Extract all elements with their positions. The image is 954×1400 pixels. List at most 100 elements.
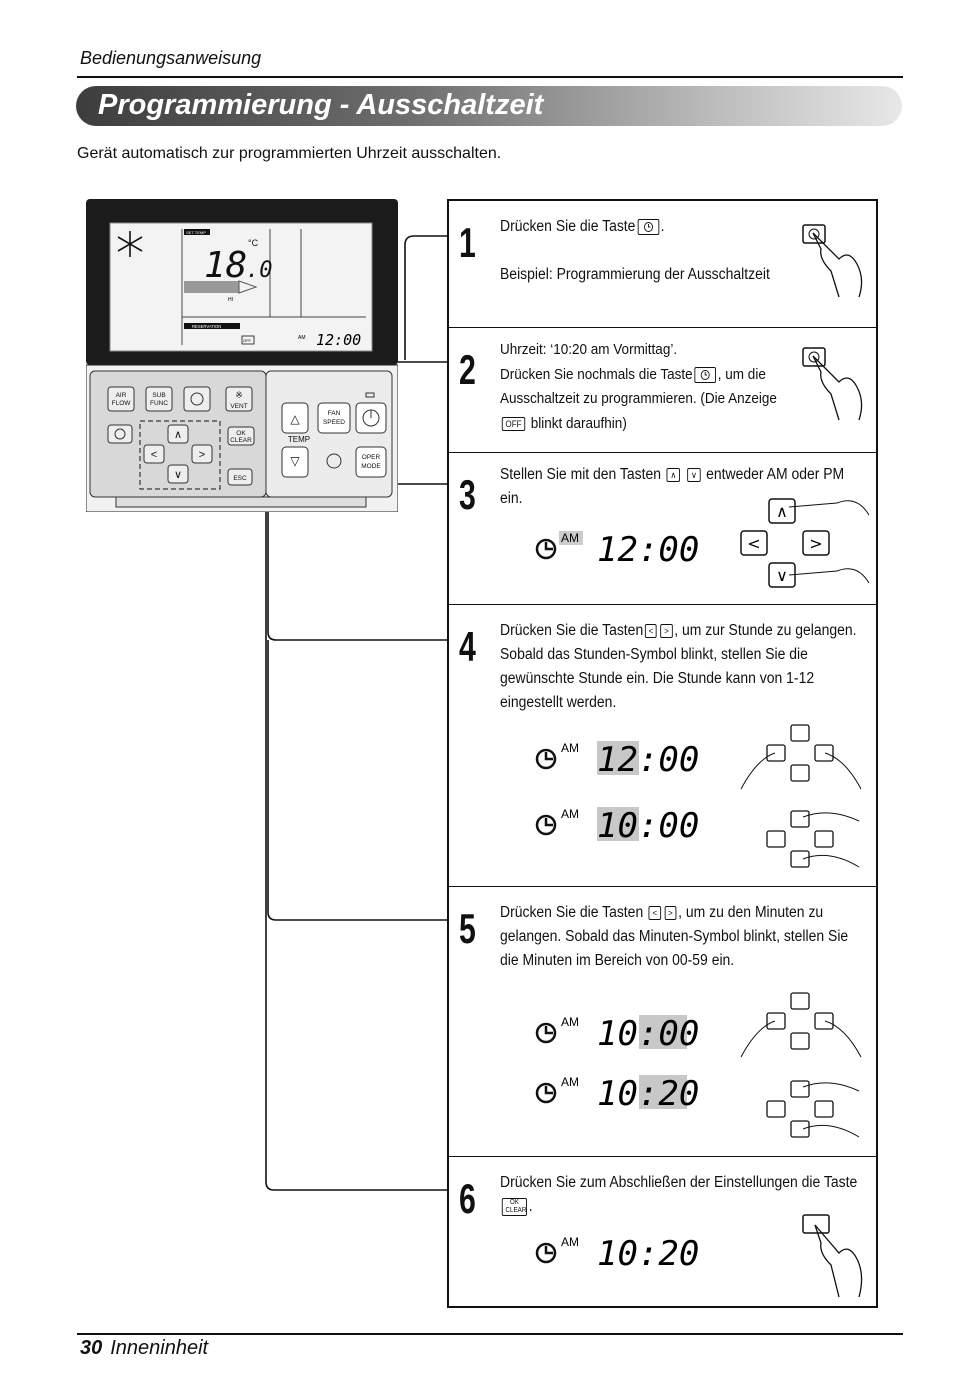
step-line-3: Ausschaltzeit zu programmieren. (Die Anz… (500, 390, 777, 407)
step-text-rest: gelangen. Sobald das Minuten-Symbol blin… (500, 928, 849, 969)
time-text: 12:00 (597, 530, 699, 570)
svg-text:>: > (809, 534, 822, 553)
clock-display: AM 10:00 (533, 1011, 703, 1056)
intro-text: Gerät automatisch zur programmierten Uhr… (77, 145, 502, 162)
svg-text:ESC: ESC (233, 475, 247, 482)
svg-text:▽: ▽ (290, 454, 300, 468)
footer-rule (77, 1333, 903, 1335)
svg-text:OK: OK (236, 430, 246, 437)
step-text-b: . (528, 1198, 533, 1215)
svg-text:OFF: OFF (243, 338, 252, 343)
step-text: Drücken Sie die Taste. Beispiel: Program… (500, 215, 869, 287)
right-key-icon: > (660, 623, 673, 638)
am-label: AM (561, 1235, 579, 1249)
step-text: Drücken Sie die Tasten <>, um zu den Min… (500, 901, 869, 973)
remote-controller: SET TEMP 18 .0 °C HI RESERVATION OFF AM … (85, 199, 399, 513)
svg-text:CLEAR: CLEAR (230, 437, 252, 444)
am-label: AM (561, 807, 579, 821)
step-text-b: . (660, 218, 665, 235)
step-text-rest: gelangen. Sobald das Stunden-Symbol blin… (500, 622, 857, 711)
step-text-a: Drücken Sie die Taste (500, 218, 636, 235)
page-footer: 30 Inneninheit (80, 1337, 208, 1360)
ok-clear-key-icon: OK CLEAR (501, 1197, 527, 1216)
svg-text:18: 18 (204, 245, 247, 286)
time-text: 12:00 (597, 740, 699, 780)
step-text-b: , um zur Stunde zu (674, 622, 792, 639)
step-text-a: Stellen Sie mit den Tasten (500, 466, 662, 483)
step-text-c: ein. (500, 490, 523, 507)
step-text-b: , um zu den Minuten zu (678, 904, 824, 921)
step-number: 5 (459, 905, 476, 952)
step-number: 2 (459, 346, 476, 393)
step-number: 3 (459, 471, 476, 518)
time-text: 10:00 (597, 1014, 699, 1054)
timer-key-icon (637, 218, 659, 235)
step-text: Drücken Sie zum Abschließen der Einstell… (500, 1171, 869, 1219)
svg-text:∧: ∧ (776, 502, 788, 521)
svg-text:FAN: FAN (328, 410, 341, 417)
svg-text:∧: ∧ (174, 429, 182, 441)
step-5: 5 Drücken Sie die Tasten <>, um zu den M… (449, 887, 876, 1157)
svg-text:MODE: MODE (361, 463, 381, 470)
step-number: 6 (459, 1175, 476, 1222)
svg-text:RESERVATION: RESERVATION (192, 324, 221, 329)
left-right-hand-icon (740, 724, 862, 790)
step-3: 3 Stellen Sie mit den Tasten ∧ ∨ entwede… (449, 453, 876, 605)
svg-text:FUNC: FUNC (150, 400, 168, 407)
step-example: Beispiel: Programmierung der Ausschaltze… (500, 266, 770, 283)
clock-display: AM 10:20 (533, 1231, 703, 1276)
svg-text:<: < (747, 534, 760, 553)
step-number: 1 (459, 219, 476, 266)
off-indicator: OFF (501, 416, 526, 431)
time-text: 10:20 (597, 1074, 699, 1114)
footer-section: Inneninheit (110, 1337, 209, 1359)
left-key-icon: < (648, 905, 661, 920)
time-text: 10:20 (597, 1234, 699, 1274)
svg-text:°C: °C (248, 238, 259, 248)
pressing-hand-icon (802, 1214, 863, 1298)
svg-text:AIR: AIR (116, 392, 127, 399)
left-right-hand-icon (740, 992, 862, 1058)
svg-text:SET TEMP: SET TEMP (186, 230, 206, 235)
step-number: 4 (459, 623, 476, 670)
svg-text:<: < (151, 449, 157, 461)
step-line-2b: , um die (717, 365, 766, 383)
am-label: AM (561, 1015, 579, 1029)
step-2: 2 Uhrzeit: ‘10:20 am Vormittag’. Drücken… (449, 328, 876, 453)
step-1: 1 Drücken Sie die Taste. Beispiel: Progr… (449, 201, 876, 328)
am-label: AM (561, 741, 579, 755)
svg-text:TEMP: TEMP (288, 435, 310, 444)
step-text-a: Drücken Sie die Tasten (500, 904, 644, 921)
svg-text:SUB: SUB (152, 392, 165, 399)
step-4: 4 Drücken Sie die Tasten<>, um zur Stund… (449, 605, 876, 887)
left-right-hand-icon (766, 1080, 860, 1138)
page-title: Programmierung - Ausschaltzeit (98, 89, 544, 121)
svg-text:VENT: VENT (230, 403, 247, 410)
step-text-a: Drücken Sie zum Abschließen der Einstell… (500, 1174, 858, 1191)
step-text-a: Drücken Sie die Tasten (500, 622, 644, 639)
svg-text:△: △ (290, 412, 300, 426)
up-key-icon: ∧ (666, 467, 680, 482)
clock-display: AM 12:00 (533, 737, 703, 782)
svg-text:.0: .0 (246, 258, 273, 283)
clock-display: AM 12:00 (533, 527, 703, 572)
step-text: Drücken Sie die Tasten<>, um zur Stunde … (500, 619, 869, 715)
left-key-icon: < (645, 623, 657, 638)
down-key-icon: ∨ (687, 467, 701, 482)
pressing-hand-icon (802, 224, 863, 298)
svg-text:※: ※ (235, 390, 243, 400)
page-number: 30 (80, 1337, 103, 1359)
svg-text:FLOW: FLOW (112, 400, 132, 407)
step-text: Uhrzeit: ‘10:20 am Vormittag’. Drücken S… (500, 338, 869, 436)
am-label: AM (561, 531, 579, 545)
svg-text:>: > (199, 449, 205, 461)
svg-text:HI: HI (228, 297, 233, 303)
step-line-2a: Drücken Sie nochmals die Taste (500, 365, 693, 383)
svg-text:AM: AM (298, 335, 306, 341)
step-line-4: blinkt daraufhin) (530, 414, 627, 432)
step-text-b: entweder AM oder PM (706, 466, 845, 483)
am-label: AM (561, 1075, 579, 1089)
arrow-keys-hand-icon: ∧<>∨ (740, 498, 870, 588)
svg-text:SPEED: SPEED (323, 419, 345, 426)
clock-display: AM 10:20 (533, 1071, 703, 1116)
